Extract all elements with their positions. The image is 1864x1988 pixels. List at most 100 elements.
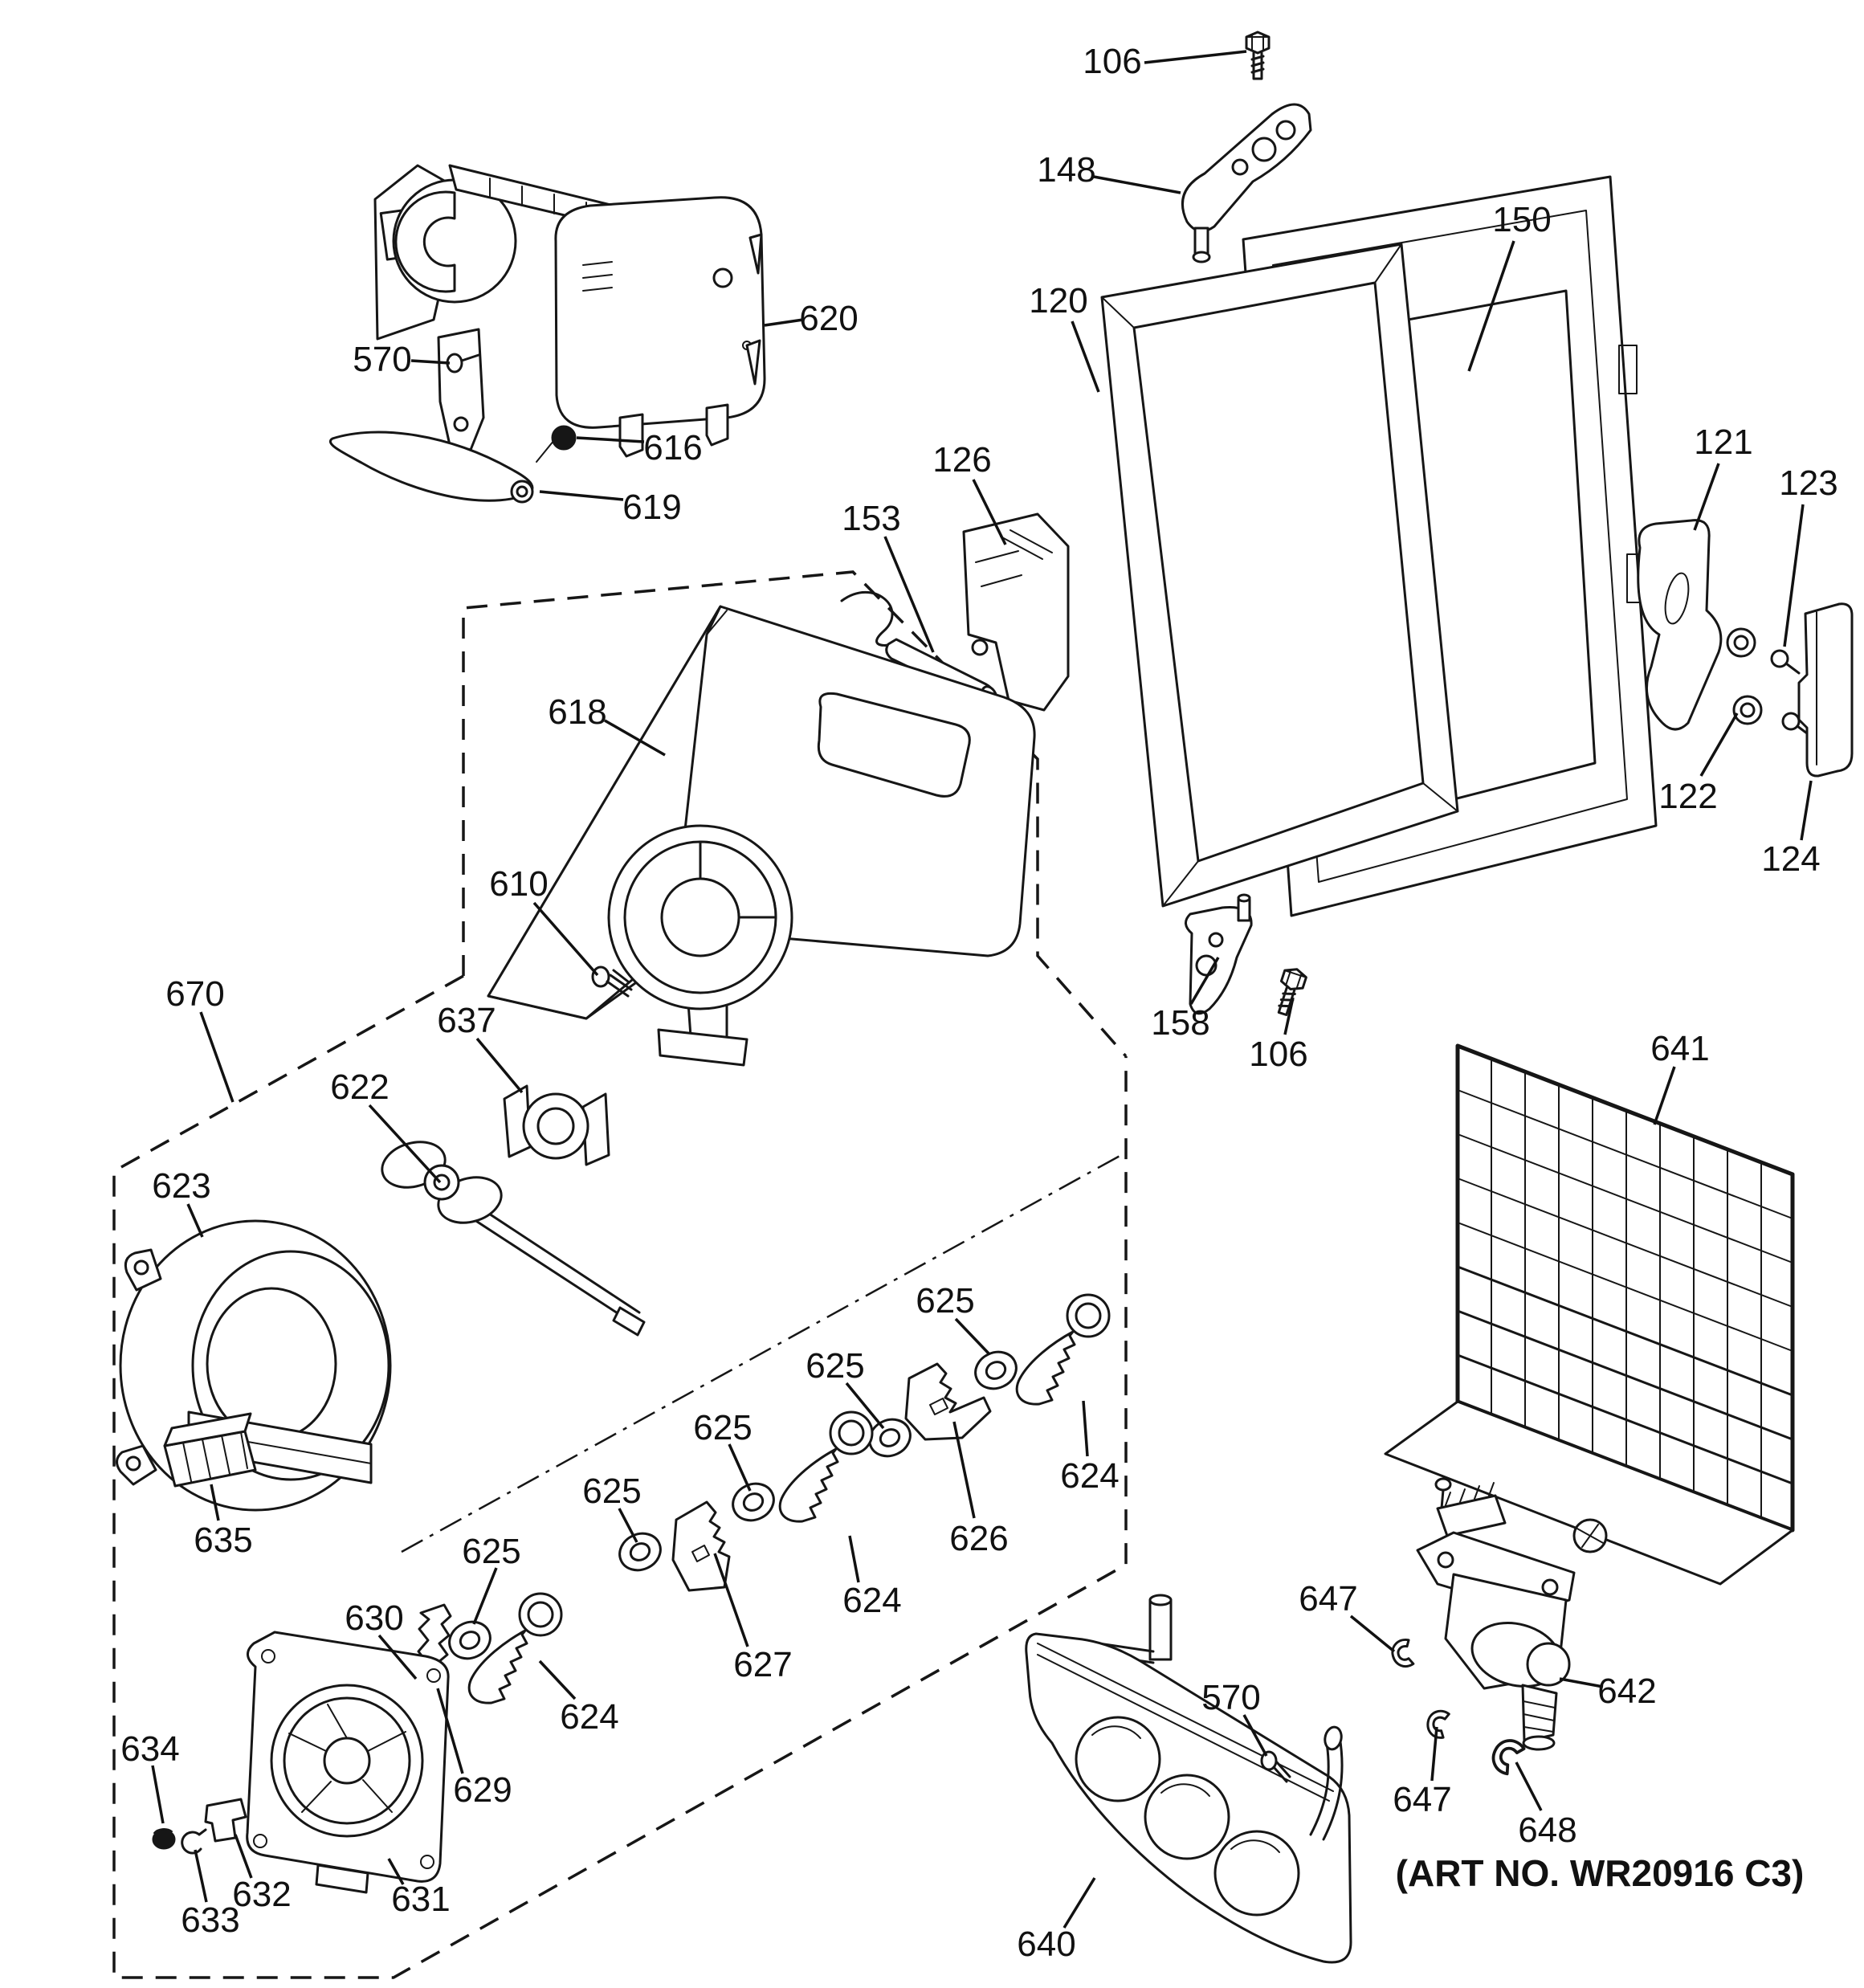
callout-c570a: 570 bbox=[353, 340, 411, 379]
part-122-grommets bbox=[1726, 627, 1763, 725]
callout-c150: 150 bbox=[1492, 200, 1551, 239]
leader-c624a bbox=[1082, 1400, 1089, 1457]
leader-c647b bbox=[1430, 1726, 1438, 1782]
dashed-boundary-670-region bbox=[112, 974, 1128, 1979]
leader-c647a bbox=[1349, 1614, 1396, 1653]
callout-c626: 626 bbox=[949, 1519, 1008, 1558]
leader-c153 bbox=[883, 536, 935, 653]
part-148-bracket bbox=[1181, 103, 1312, 263]
callout-c625e: 625 bbox=[462, 1532, 520, 1571]
callout-c631: 631 bbox=[391, 1880, 450, 1919]
callout-c627: 627 bbox=[733, 1645, 792, 1684]
art-number: (ART NO. WR20916 C3) bbox=[1396, 1852, 1805, 1894]
leader-c120 bbox=[1071, 320, 1100, 393]
leader-c619 bbox=[539, 490, 624, 501]
callout-c624a: 624 bbox=[1060, 1456, 1119, 1496]
part-627-crusher-blade bbox=[671, 1500, 731, 1592]
assembly-axis-line bbox=[401, 1153, 1124, 1553]
part-641-grille bbox=[1384, 1043, 1795, 1586]
callout-c670: 670 bbox=[165, 974, 224, 1014]
leader-c624c bbox=[538, 1659, 577, 1700]
leader-c610 bbox=[532, 901, 599, 977]
callout-c625a: 625 bbox=[916, 1281, 974, 1321]
callout-c120: 120 bbox=[1029, 281, 1087, 320]
part-126-bracket bbox=[962, 512, 1070, 712]
callout-c624b: 624 bbox=[842, 1581, 901, 1620]
part-631-fan-cover bbox=[246, 1631, 450, 1894]
callout-c648: 648 bbox=[1518, 1810, 1576, 1850]
callout-c632: 632 bbox=[232, 1875, 291, 1914]
part-647-clip-upper bbox=[1388, 1637, 1417, 1671]
leader-c106b bbox=[1283, 997, 1295, 1035]
callout-labels: 1061481501206205706166191261531211231221… bbox=[120, 42, 1837, 1964]
part-610-screw bbox=[591, 965, 633, 998]
callout-c122: 122 bbox=[1658, 777, 1717, 816]
part-624-crusher-arm-1 bbox=[1015, 1293, 1111, 1406]
leader-c629 bbox=[436, 1688, 464, 1774]
leader-c625e bbox=[472, 1567, 498, 1625]
leader-c641 bbox=[1653, 1066, 1676, 1125]
part-625-washer-4 bbox=[612, 1525, 668, 1578]
part-618-ice-bucket bbox=[487, 605, 1036, 1067]
part-124-cover bbox=[1797, 602, 1854, 778]
callout-c124: 124 bbox=[1761, 839, 1820, 879]
callout-c570b: 570 bbox=[1201, 1678, 1260, 1717]
part-616-cap bbox=[536, 425, 577, 463]
part-635-connector bbox=[163, 1412, 257, 1488]
leader-c625a bbox=[954, 1317, 991, 1356]
callout-c641: 641 bbox=[1650, 1029, 1709, 1068]
leader-c635 bbox=[210, 1484, 220, 1521]
callout-c153: 153 bbox=[842, 499, 900, 538]
callout-c637: 637 bbox=[437, 1001, 496, 1040]
leader-c618 bbox=[604, 719, 666, 757]
callout-c616: 616 bbox=[643, 428, 702, 467]
leader-c625b bbox=[845, 1382, 885, 1430]
callout-c623: 623 bbox=[152, 1166, 210, 1206]
callout-c640: 640 bbox=[1017, 1925, 1075, 1964]
callout-c635: 635 bbox=[194, 1521, 252, 1560]
leader-c122 bbox=[1699, 712, 1739, 777]
callout-c625b: 625 bbox=[806, 1346, 864, 1386]
leader-c637 bbox=[475, 1037, 524, 1094]
leader-c634 bbox=[151, 1765, 165, 1824]
leader-c124 bbox=[1800, 780, 1813, 841]
part-619-blade bbox=[329, 431, 534, 504]
part-123-screws bbox=[1770, 649, 1812, 737]
leader-c624b bbox=[848, 1535, 860, 1583]
leader-c632 bbox=[234, 1834, 253, 1879]
part-632-clamp bbox=[204, 1798, 247, 1843]
part-626-crusher-blade bbox=[904, 1362, 992, 1441]
part-620-ice-maker-assembly bbox=[373, 164, 766, 458]
callout-c634: 634 bbox=[120, 1729, 179, 1769]
part-121-latch bbox=[1637, 519, 1723, 731]
leader-lines bbox=[151, 50, 1813, 1929]
leader-c626 bbox=[952, 1421, 976, 1519]
leader-c106a bbox=[1144, 50, 1247, 64]
leader-c627 bbox=[713, 1553, 749, 1647]
leader-c622 bbox=[368, 1104, 442, 1184]
leader-c570b bbox=[1242, 1714, 1268, 1757]
callout-c629: 629 bbox=[453, 1770, 512, 1810]
leader-c631 bbox=[387, 1858, 405, 1885]
callout-c158: 158 bbox=[1151, 1003, 1209, 1043]
callout-c123: 123 bbox=[1779, 463, 1837, 503]
part-120-door-gasket bbox=[1100, 243, 1459, 908]
leader-c616 bbox=[576, 436, 645, 443]
leader-c640 bbox=[1063, 1877, 1096, 1929]
leader-c150 bbox=[1467, 240, 1515, 372]
callout-c126: 126 bbox=[932, 440, 991, 480]
part-106-screw-top bbox=[1245, 31, 1271, 80]
callout-c148: 148 bbox=[1037, 150, 1095, 190]
callout-c622: 622 bbox=[330, 1067, 389, 1107]
leader-c670 bbox=[199, 1011, 235, 1103]
callout-c618: 618 bbox=[548, 692, 606, 732]
callout-c647a: 647 bbox=[1299, 1579, 1357, 1619]
leader-c570a bbox=[410, 359, 451, 365]
leader-c148 bbox=[1093, 175, 1181, 194]
callout-c630: 630 bbox=[345, 1598, 403, 1638]
leader-c625c bbox=[728, 1443, 752, 1492]
callout-c624c: 624 bbox=[560, 1697, 618, 1737]
callout-c625d: 625 bbox=[582, 1472, 641, 1511]
